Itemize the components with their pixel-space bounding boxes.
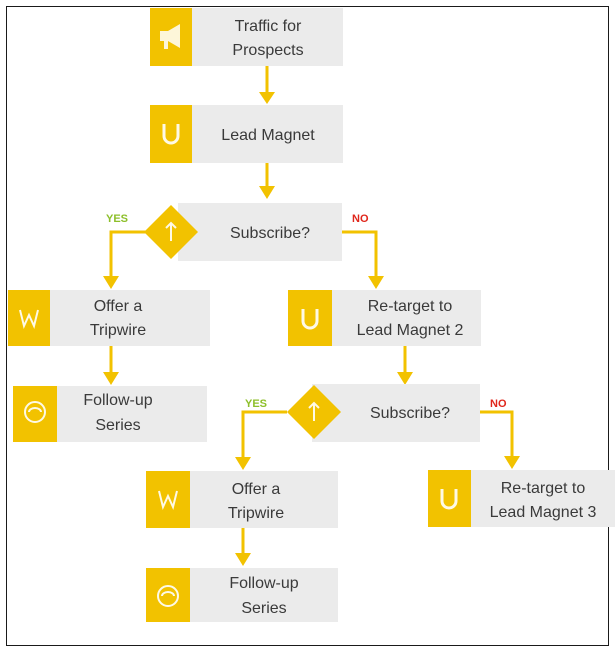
magnet-icon [162,124,180,145]
arrowhead [103,276,119,289]
node-label-line2: Prospects [232,42,303,59]
node-retarget-lead-magnet-2[interactable]: Re-target to Lead Magnet 2 [288,290,481,346]
node-label-line2: Tripwire [228,505,284,522]
node-traffic-for-prospects[interactable]: Traffic for Prospects [150,8,343,66]
node-icon-tile [146,568,190,622]
magnet-icon [301,309,319,330]
node-offer-tripwire[interactable]: Offer a Tripwire [8,290,210,346]
flowchart-diagram: YES NO YES NO Traffic for Prospects Lead… [8,8,615,622]
node-label-line1: Re-target to [368,298,453,315]
node-label-line2: Series [95,417,140,434]
megaphone-icon [160,24,180,49]
node-label-line1: Re-target to [501,480,586,497]
no-label: NO [352,213,369,225]
node-icon-tile [146,471,190,528]
arrowhead [259,92,275,104]
arrow-subscribe-no-to-retarget [342,230,378,284]
magnet-icon [440,489,458,510]
node-icon-tile [13,386,57,442]
node-icon-tile [428,470,471,527]
node-label-line2: Lead Magnet 3 [490,504,597,521]
yes-label: YES [245,398,267,410]
node-label-line2: Tripwire [90,322,146,339]
arrowhead [103,372,119,385]
arrowhead [235,553,251,566]
node-label-line1: Offer a [94,298,143,315]
arrowhead [368,276,384,289]
node-label-line2: Lead Magnet 2 [357,322,464,339]
node-label-line2: Series [241,600,286,617]
question-diamond-icon [308,401,320,421]
chat-bubble-icon [24,401,46,423]
node-offer-tripwire[interactable]: Offer a Tripwire [146,471,338,528]
arrow-subscribe-yes-to-tripwire [109,230,150,284]
node-label: Subscribe? [230,225,310,242]
arrowhead [259,186,275,199]
question-diamond-icon [165,221,177,241]
node-follow-up-series[interactable]: Follow-up Series [13,386,207,442]
tripwire-icon [19,309,39,330]
arrowheads [103,92,520,566]
node-subscribe-decision[interactable]: Subscribe? [144,203,342,261]
chat-bubble-icon [157,585,179,607]
node-box [178,203,342,261]
no-label: NO [490,398,507,410]
node-lead-magnet[interactable]: Lead Magnet [150,105,343,163]
flowchart-canvas: YES NO YES NO Traffic for Prospects Lead… [6,6,615,646]
arrow-subscribe2-no-to-retarget [480,410,514,464]
tripwire-icon [158,490,178,511]
arrowhead [504,456,520,469]
node-label: Lead Magnet [221,127,315,144]
node-subscribe-decision[interactable]: Subscribe? [287,384,480,442]
node-label-line1: Offer a [232,481,281,498]
node-icon-tile [8,290,50,346]
yes-label: YES [106,213,128,225]
arrowhead [397,372,413,385]
node-label-line1: Traffic for [235,18,302,35]
node-icon-tile [150,105,192,163]
node-retarget-lead-magnet-3[interactable]: Re-target to Lead Magnet 3 [428,470,615,527]
arrowhead [235,457,251,470]
arrow-subscribe2-yes-to-tripwire [241,410,287,465]
node-icon-tile [288,290,332,346]
node-follow-up-series[interactable]: Follow-up Series [146,568,338,622]
node-label: Subscribe? [370,405,450,422]
node-label-line1: Follow-up [83,392,152,409]
node-label-line1: Follow-up [229,575,298,592]
